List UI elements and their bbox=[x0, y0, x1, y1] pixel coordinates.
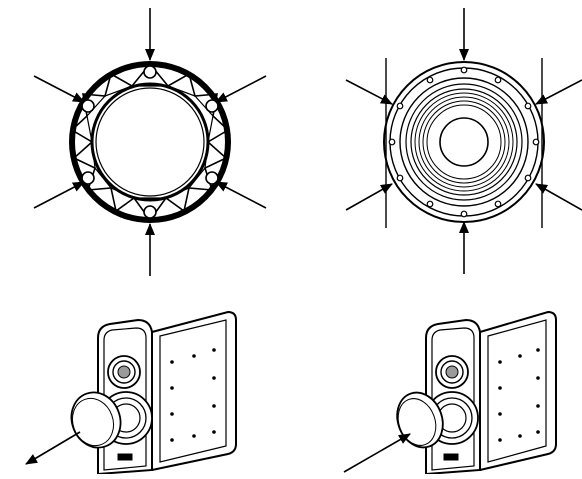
woofer-driver bbox=[383, 58, 545, 228]
arrow-upper-right bbox=[215, 75, 267, 103]
arrow-cap-outward bbox=[25, 431, 81, 465]
speaker-pull-panel bbox=[25, 310, 237, 476]
truss-ring-panel bbox=[33, 8, 267, 276]
arrow-upper-right bbox=[535, 79, 582, 105]
woofer-screws bbox=[388, 66, 540, 218]
arrow-lower-right bbox=[535, 183, 582, 211]
truss-ring bbox=[69, 61, 231, 223]
arrow-upper-left bbox=[345, 79, 393, 105]
inward-arrows-ring bbox=[33, 8, 267, 276]
arrow-upper-left bbox=[33, 75, 85, 103]
speaker-push-panel bbox=[343, 310, 557, 476]
woofer-panel bbox=[345, 8, 582, 274]
arrow-cap-inward bbox=[343, 433, 411, 473]
inward-arrows-woofer bbox=[345, 8, 582, 274]
arrow-lower-left bbox=[345, 183, 393, 211]
side-panel-holes bbox=[170, 348, 216, 442]
speaker-cabinet bbox=[97, 310, 237, 476]
arrow-lower-right bbox=[215, 181, 267, 209]
dust-cap bbox=[70, 391, 122, 449]
side-panel-holes bbox=[498, 348, 540, 442]
speaker-cabinet bbox=[425, 310, 557, 476]
arrow-lower-left bbox=[33, 181, 85, 209]
